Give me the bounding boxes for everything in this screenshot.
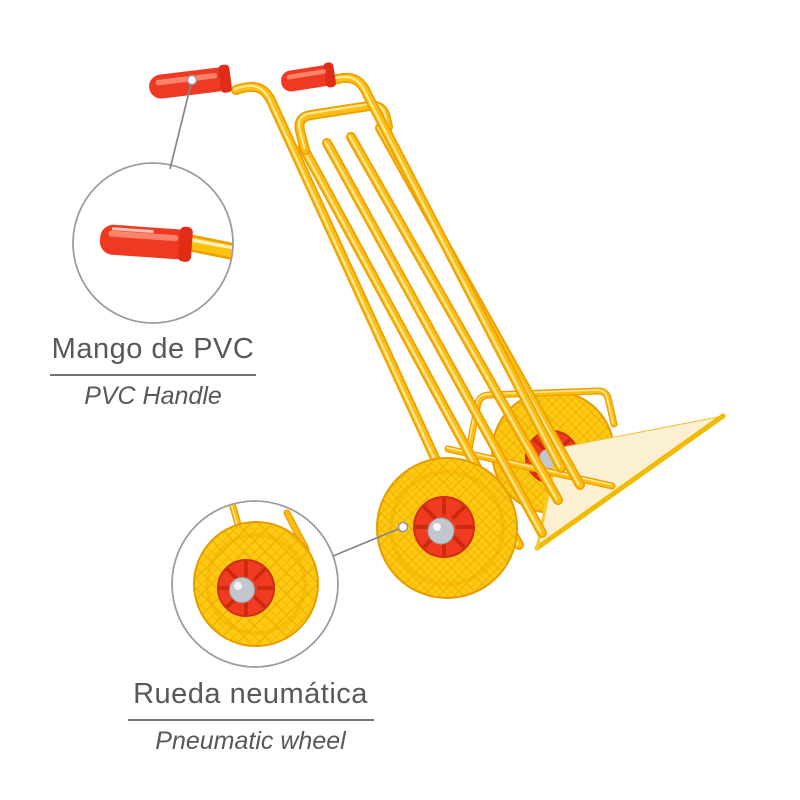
right-handle-tube [326,72,566,473]
frame-bar [346,132,563,505]
handle-callout-subtitle: PVC Handle [84,381,222,410]
frame-bar [322,138,547,538]
wheel-callout-subtitle: Pneumatic wheel [155,726,346,755]
axle-bracket [464,387,618,459]
wheel-callout-title: Rueda neumática [133,678,368,710]
front-wheel [376,457,518,599]
handle-callout-label: Mango de PVC PVC Handle [33,333,273,410]
handle-callout-rule [50,373,256,376]
magnified-grip [99,224,193,262]
right-grip [281,62,336,92]
magnified-handle-tube [177,233,233,261]
wheel-callout [171,500,339,668]
handle-callout-title: Mango de PVC [51,333,255,365]
toe-plate [534,413,726,551]
wheel-callout-rule [127,718,374,721]
wheel-callout-label: Rueda neumática Pneumatic wheel [118,678,383,755]
handle-callout [72,162,234,324]
handle-callout-leader-line [169,74,198,170]
magnified-wheel [193,521,319,647]
left-handle-tube [231,81,462,511]
wheel-callout-leader-line [332,521,409,557]
frame-crossbar [294,100,393,155]
